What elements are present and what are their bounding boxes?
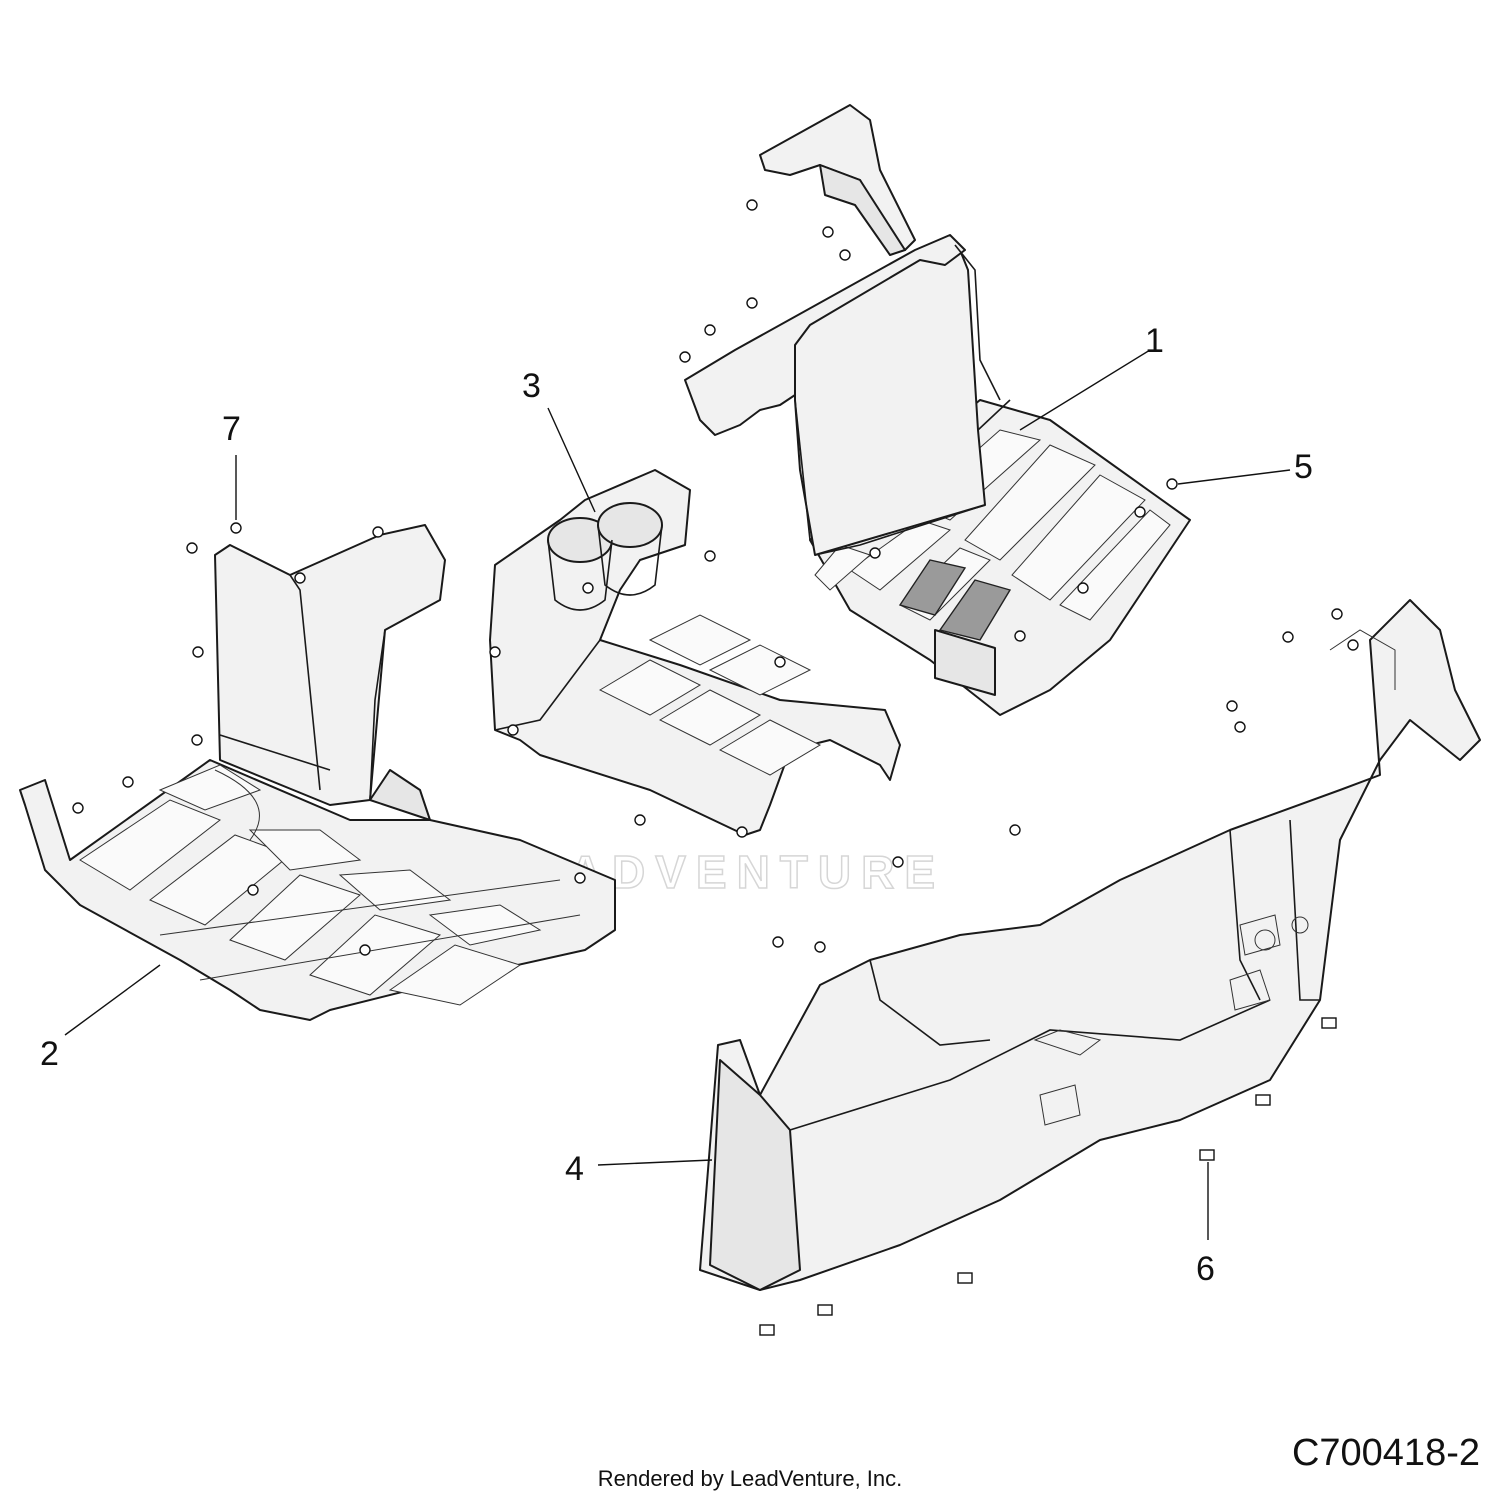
callout-6[interactable]: 6 <box>1196 1250 1215 1288</box>
callout-5[interactable]: 5 <box>1294 448 1313 486</box>
part-4-firewall-panel[interactable] <box>699 599 1481 1291</box>
diagram-part-number: C700418-2 <box>1291 1432 1480 1474</box>
part-2-front-floor-panel[interactable] <box>19 524 616 1021</box>
callout-3[interactable]: 3 <box>522 367 541 405</box>
fastener-group-push-rivets <box>72 199 1359 956</box>
callout-7[interactable]: 7 <box>222 410 241 448</box>
callout-4[interactable]: 4 <box>565 1150 584 1188</box>
fastener-group-clips <box>759 1017 1337 1336</box>
callout-1[interactable]: 1 <box>1145 322 1164 360</box>
part-1-rear-floor-panel[interactable] <box>684 104 1191 716</box>
leader-lines <box>64 349 1291 1240</box>
render-credit: Rendered by LeadVenture, Inc. <box>597 1466 903 1491</box>
part-3-center-console[interactable] <box>489 469 901 836</box>
callout-2[interactable]: 2 <box>40 1035 59 1073</box>
